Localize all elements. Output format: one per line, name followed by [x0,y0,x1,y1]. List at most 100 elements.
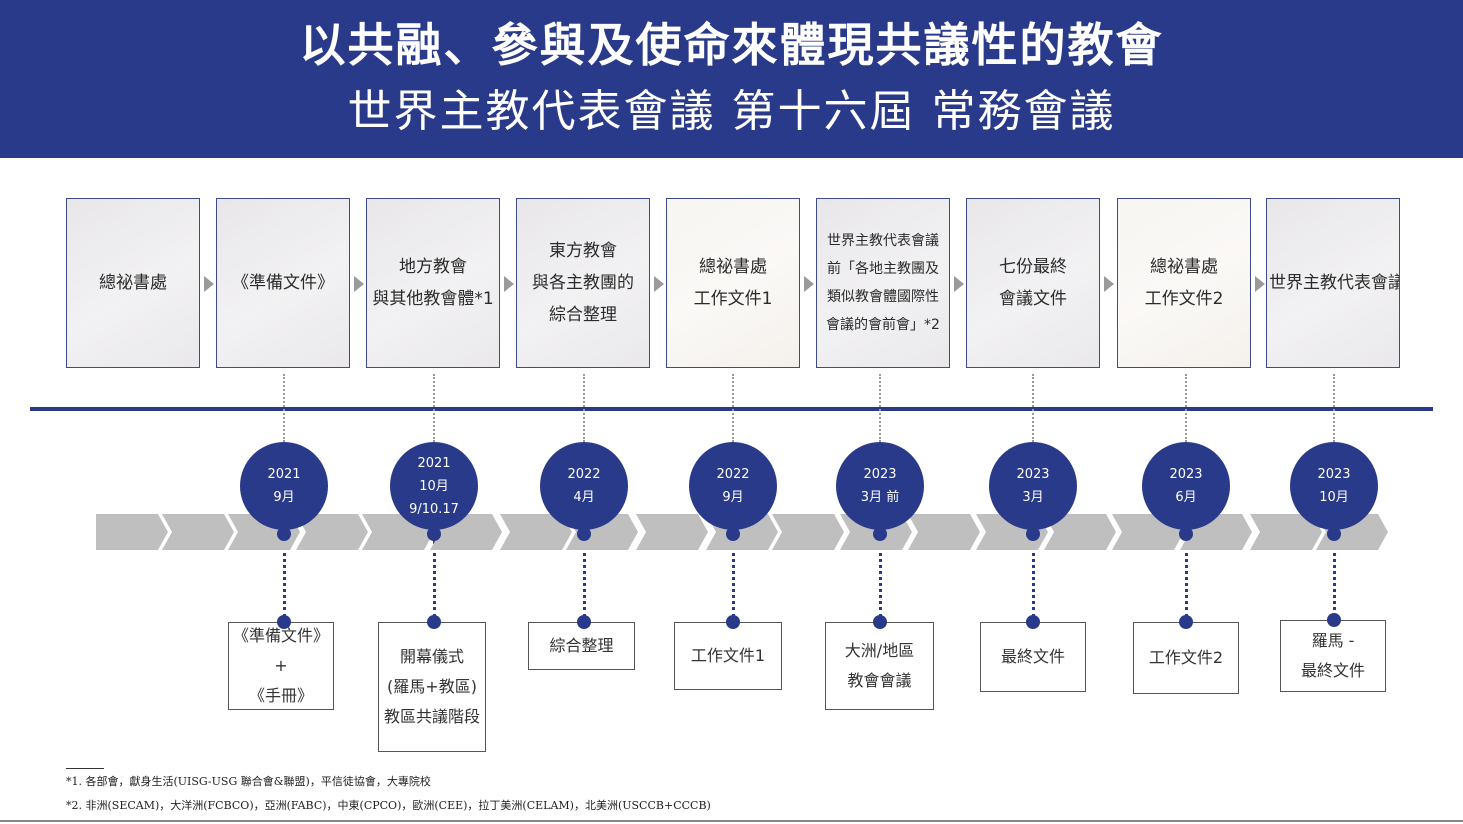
step-card-text: 世界主教代表會議前「各地主教團及類似教會體國際性會議的會前會」*2 [817,227,949,339]
step-card-text: 世界主教代表會議 [1267,267,1399,299]
milestone-date-line: 2021 [267,467,301,482]
page-subtitle: 世界主教代表會議 第十六屆 常務會議 [347,86,1116,137]
step-card-text: 七份最終會議文件 [967,251,1099,315]
milestone-date-line: 2022 [716,467,750,482]
step-card-line: 地方教會 [399,257,467,277]
bottom-rule [0,820,1463,822]
output-box-line: 開幕儀式 [399,647,464,666]
output-pin [1026,615,1040,629]
output-box-line: 綜合整理 [549,636,614,655]
footnote-2: *2. 非洲(SECAM)，大洋洲(FCBCO)，亞洲(FABC)，中東(CPC… [66,799,711,812]
chevron-segment [908,514,980,550]
step-card-overlay [67,199,199,367]
milestone-date-line: 2021 [417,455,451,471]
step-card-overlay [1118,199,1250,367]
step-card-line: 工作文件1 [693,289,773,309]
milestone-date-line: 4月 [573,490,595,505]
step-card-background [67,199,199,367]
step-card: 東方教會與各主教團的綜合整理 [516,198,650,368]
output-pin [726,615,740,629]
connector-dotted-line [879,540,882,618]
output-box-line: (羅馬+教區) [387,677,477,696]
output-pin [427,615,441,629]
connector-dotted-line [732,540,735,618]
step-card-overlay [367,199,499,367]
output-box-line: 最終文件 [1300,661,1365,680]
connector-dotted-line [433,374,435,442]
milestone-date-line: 2023 [1169,467,1203,482]
milestone-date-line: 6月 [1175,490,1197,505]
connector-dotted-line [1032,374,1034,442]
step-card-text: 地方教會與其他教會體*1 [367,251,499,315]
output-pin [1327,613,1341,627]
output-box-line: 工作文件1 [690,646,766,665]
connector-dotted-line [1185,374,1187,442]
step-card-line: 世界主教代表會議 [827,233,939,249]
flow-arrow-icon [354,276,364,292]
connector-dotted-line [433,540,436,618]
milestone-date-line: 3月 [1022,490,1044,505]
milestone-date-line: 9/10.17 [409,501,459,517]
step-card-line: 東方教會 [549,241,617,261]
step-card: 《準備文件》 [216,198,350,368]
step-card-line: 會議文件 [999,289,1067,309]
step-card-line: 總祕書處 [699,257,767,277]
output-box: 綜合整理 [528,622,635,670]
footnote-rule [66,768,104,769]
output-box-line: 《準備文件》 [232,626,329,645]
page-title: 以共融、參與及使命來體現共議性的教會 [299,18,1164,72]
step-card-line: 類似教會體國際性 [827,289,939,305]
output-box-line: 教會會議 [847,671,912,690]
step-card-line: 前「各地主教團及 [827,261,939,277]
milestone-date-line: 9月 [722,490,744,505]
step-card-background [1267,199,1399,367]
step-card-text: 總祕書處 [67,267,199,299]
milestone-date-line: 3月 前 [860,490,900,505]
timeline-divider [30,407,1433,411]
output-box: 工作文件1 [674,622,782,690]
step-card-background [667,199,799,367]
output-box-line: 工作文件2 [1148,648,1224,667]
step-card: 總祕書處 [66,198,200,368]
title-banner: 以共融、參與及使命來體現共議性的教會 世界主教代表會議 第十六屆 常務會議 [0,0,1463,158]
milestone-date-line: 10月 [1319,490,1349,505]
step-card-line: 與各主教團的 [532,273,634,293]
step-card-text: 《準備文件》 [217,267,349,299]
output-box: 開幕儀式 (羅馬+教區) 教區共議階段 [378,622,486,752]
step-card-line: 工作文件2 [1144,289,1224,309]
step-card-overlay [217,199,349,367]
connector-dotted-line [583,540,586,618]
connector-dotted-line [1032,540,1035,618]
step-card-background [967,199,1099,367]
step-card-line: 總祕書處 [1150,257,1218,277]
step-card-overlay [967,199,1099,367]
connector-dotted-line [283,540,286,618]
chevron-segment [636,514,708,550]
step-card-line: 綜合整理 [549,305,617,325]
flow-arrow-icon [504,276,514,292]
step-card-text: 總祕書處工作文件2 [1118,251,1250,315]
flow-arrow-icon [954,276,964,292]
connector-dotted-line [732,374,734,442]
chevron-segment [772,514,844,550]
step-card: 七份最終會議文件 [966,198,1100,368]
step-card: 世界主教代表會議 [1266,198,1400,368]
output-box: 羅馬 -最終文件 [1280,620,1386,692]
flow-arrow-icon [204,276,214,292]
connector-dotted-line [1333,374,1335,442]
footnote-1: *1. 各部會，獻身生活(UISG-USG 聯合會&聯盟)，平信徒協會，大專院校 [66,775,431,788]
chevron-segment [162,514,234,550]
output-pin [277,615,291,629]
flow-arrow-icon [654,276,664,292]
connector-dotted-line [879,374,881,442]
connector-dotted-line [583,374,585,442]
output-box-line: 《手冊》 [248,686,313,705]
step-card-text: 東方教會與各主教團的綜合整理 [517,235,649,331]
flow-arrow-icon [1104,276,1114,292]
output-box-line: 教區共議階段 [383,707,480,726]
step-card-overlay [667,199,799,367]
